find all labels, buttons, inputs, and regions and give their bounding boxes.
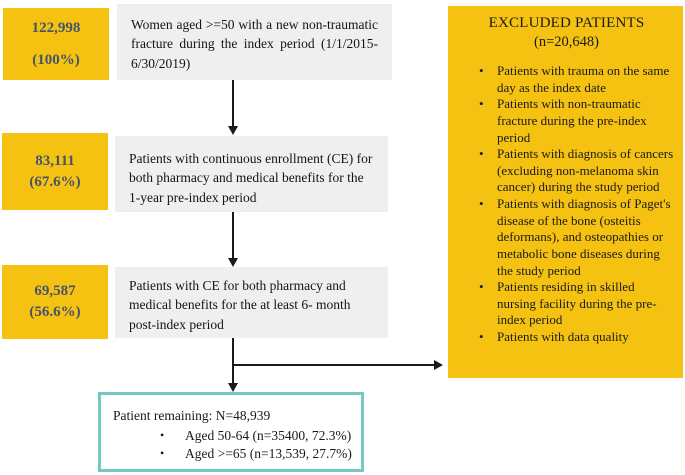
count-box-step1: 122,998 (100%) bbox=[3, 8, 109, 80]
count-box-step3: 69,587 (56.6%) bbox=[2, 265, 108, 339]
description-box-step1: Women aged >=50 with a new non-traumatic… bbox=[117, 4, 392, 80]
patient-remaining-box: Patient remaining: N=48,939 Aged 50-64 (… bbox=[98, 392, 364, 472]
step3-percent: (56.6%) bbox=[29, 304, 81, 320]
patient-remaining-item: Aged 50-64 (n=35400, 72.3%) bbox=[113, 427, 355, 445]
excluded-bullet-list: Patients with trauma on the same day as … bbox=[458, 63, 675, 346]
arrow-down-1-line bbox=[232, 80, 234, 128]
step3-description: Patients with CE for both pharmacy and m… bbox=[129, 278, 351, 332]
step2-percent: (67.6%) bbox=[29, 173, 81, 190]
connector-branch-head-icon bbox=[434, 360, 443, 370]
excluded-item: Patients with diagnosis of Paget's disea… bbox=[458, 196, 675, 279]
connector-down-line bbox=[232, 338, 234, 384]
excluded-title: EXCLUDED PATIENTS bbox=[488, 15, 645, 31]
arrow-down-2-line bbox=[232, 212, 234, 259]
excluded-patients-panel: EXCLUDED PATIENTS (n=20,648) Patients wi… bbox=[448, 6, 683, 378]
count-box-step2: 83,111 (67.6%) bbox=[2, 133, 108, 210]
patient-remaining-list: Aged 50-64 (n=35400, 72.3%) Aged >=65 (n… bbox=[113, 427, 355, 463]
description-box-step3: Patients with CE for both pharmacy and m… bbox=[115, 267, 388, 338]
connector-branch-line bbox=[232, 364, 434, 366]
step3-count: 69,587 bbox=[34, 283, 76, 300]
patient-remaining-title: Patient remaining: N=48,939 bbox=[113, 408, 271, 423]
connector-down-head-icon bbox=[228, 383, 238, 392]
excluded-item: Patients residing in skilled nursing fac… bbox=[458, 279, 675, 329]
step2-count: 83,111 bbox=[35, 152, 75, 169]
arrow-down-2-head-icon bbox=[228, 258, 238, 267]
step1-percent: (100%) bbox=[32, 51, 80, 68]
step2-description: Patients with continuous enrollment (CE)… bbox=[129, 151, 373, 205]
excluded-subtitle: (n=20,648) bbox=[534, 34, 599, 50]
description-box-step2: Patients with continuous enrollment (CE)… bbox=[115, 136, 388, 212]
excluded-item: Patients with data quality bbox=[458, 329, 675, 346]
excluded-item: Patients with trauma on the same day as … bbox=[458, 63, 675, 96]
step1-count: 122,998 bbox=[31, 19, 81, 36]
excluded-item: Patients with diagnosis of cancers (excl… bbox=[458, 146, 675, 196]
patient-remaining-item: Aged >=65 (n=13,539, 27.7%) bbox=[113, 445, 355, 463]
arrow-down-1-head-icon bbox=[228, 126, 238, 135]
excluded-item: Patients with non-traumatic fracture dur… bbox=[458, 96, 675, 146]
step1-description: Women aged >=50 with a new non-traumatic… bbox=[131, 17, 378, 71]
